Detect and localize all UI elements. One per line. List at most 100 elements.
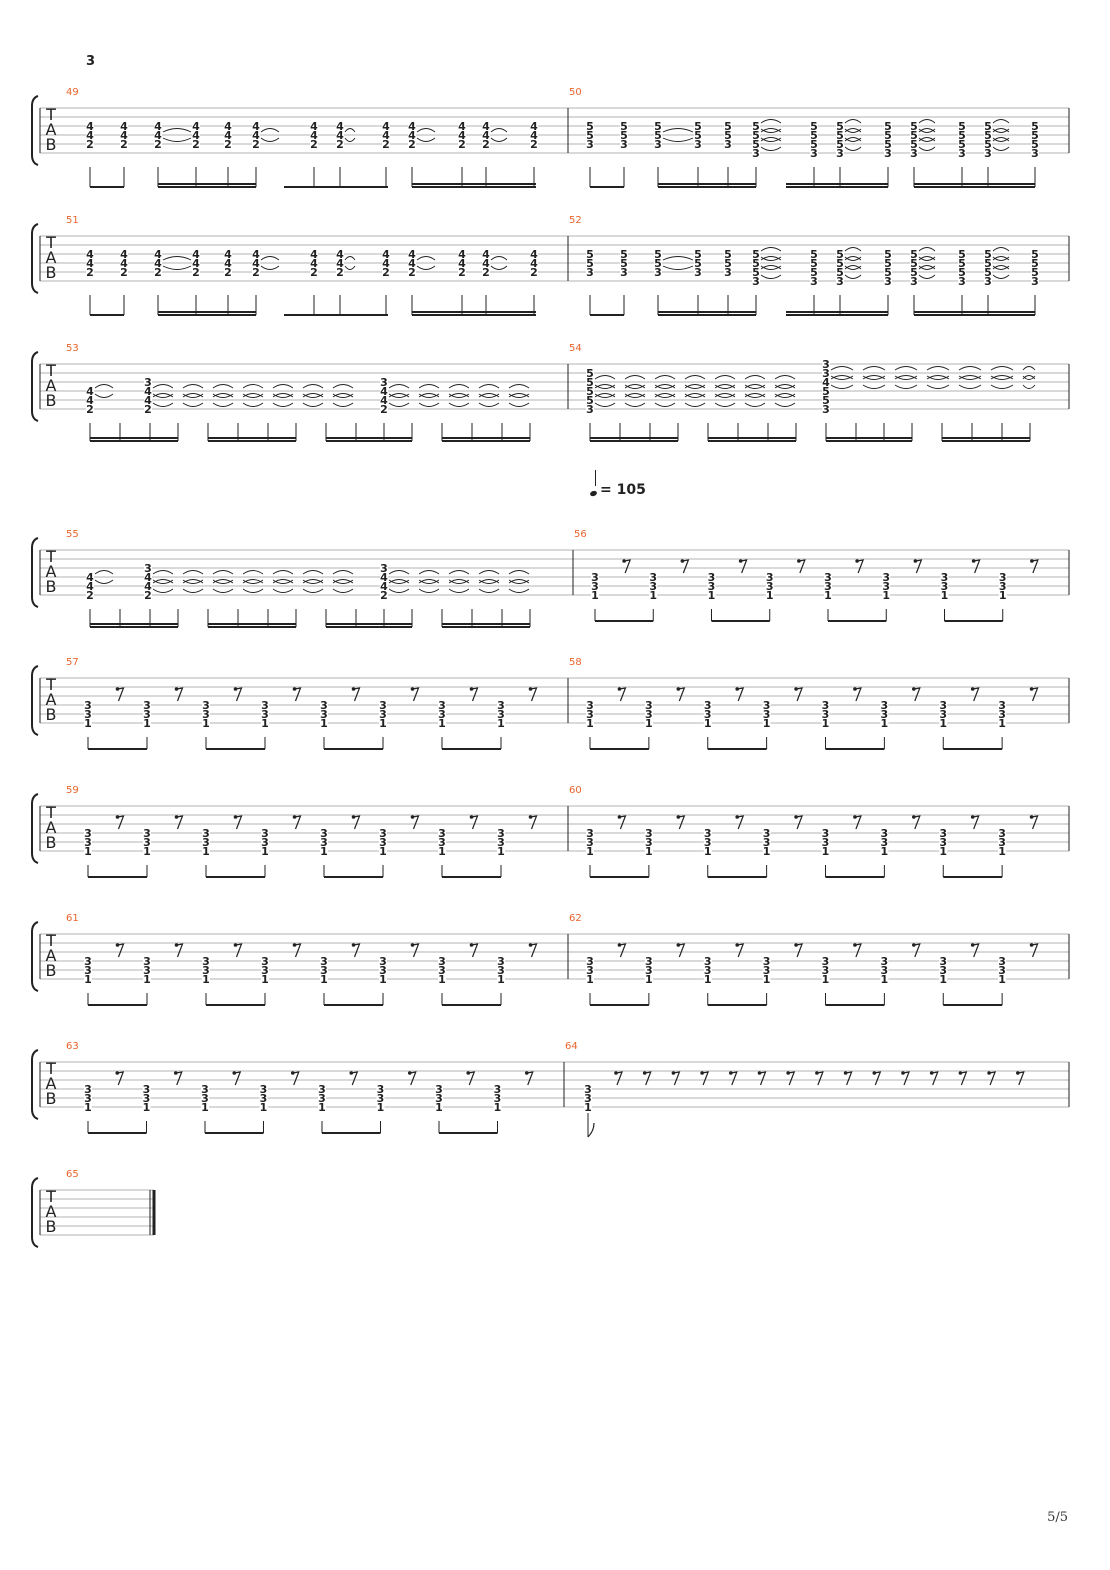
tab-clef-letter: A	[46, 1202, 57, 1221]
fret-mask	[493, 1102, 502, 1112]
fret-mask	[202, 956, 210, 966]
eighth-rest-icon	[619, 687, 627, 702]
fret-mask	[882, 581, 891, 591]
fret-number: 3	[810, 147, 818, 160]
tempo-marking: = 105	[589, 470, 646, 498]
fret-mask	[202, 718, 210, 728]
measure-number: 62	[569, 913, 582, 924]
fret-mask	[144, 572, 152, 582]
fret-number: 2	[408, 138, 416, 151]
fret-number: 1	[766, 589, 774, 602]
tie-arc	[448, 570, 470, 575]
tie-arc	[990, 375, 1014, 380]
eighth-rest-icon	[619, 943, 627, 958]
fret-mask	[620, 258, 628, 268]
tie-arc	[844, 128, 862, 133]
fret-number: 4	[380, 580, 388, 593]
fret-number: 3	[836, 275, 844, 288]
fret-number: 5	[586, 385, 594, 398]
tie-arc	[448, 393, 470, 398]
fret-number: 5	[836, 266, 844, 279]
tie-arc	[830, 375, 854, 380]
fret-number: 3	[998, 836, 1006, 849]
tie-arc	[448, 579, 470, 584]
eighth-rest-icon	[412, 943, 420, 958]
eighth-rest-icon	[353, 687, 361, 702]
fret-number: 5	[822, 385, 830, 398]
tie-arc	[744, 384, 766, 389]
fret-number: 1	[438, 845, 446, 858]
tie-arc	[418, 402, 440, 407]
tie-arc	[418, 579, 440, 584]
fret-number: 3	[379, 699, 387, 712]
fret-mask	[762, 718, 771, 728]
fret-number: 2	[382, 138, 390, 151]
fret-mask	[336, 249, 344, 259]
eighth-rest-icon	[795, 943, 803, 958]
fret-mask	[810, 249, 818, 259]
tie-arc	[448, 588, 470, 593]
fret-mask	[320, 837, 328, 847]
fret-mask	[822, 368, 830, 378]
fret-number: 3	[645, 836, 653, 849]
fret-number: 2	[336, 266, 344, 279]
fret-mask	[998, 700, 1007, 710]
fret-number: 1	[261, 717, 269, 730]
eighth-rest-icon	[816, 1071, 824, 1086]
system-bracket	[31, 95, 39, 166]
fret-mask	[86, 121, 94, 131]
fret-mask	[910, 121, 918, 131]
fret-number: 3	[704, 964, 712, 977]
fret-mask	[810, 258, 818, 268]
fret-number: 1	[881, 973, 889, 986]
fret-mask	[1031, 130, 1039, 140]
tie-arc	[416, 256, 436, 261]
tie-arc	[992, 265, 1010, 270]
eighth-rest-icon	[737, 687, 745, 702]
fret-mask	[86, 581, 94, 591]
tie-arc	[844, 137, 862, 142]
tie-arc	[508, 588, 530, 593]
tie-arc	[844, 137, 862, 142]
fret-number: 3	[379, 955, 387, 968]
fret-number: 5	[724, 248, 732, 261]
fret-number: 4	[380, 571, 388, 584]
tie-arc	[418, 570, 440, 575]
fret-mask	[984, 139, 992, 149]
tie-arc	[624, 384, 646, 389]
tie-arc	[624, 402, 646, 407]
fret-number: 3	[649, 580, 657, 593]
fret-number: 4	[380, 394, 388, 407]
eighth-rest-icon	[845, 1071, 853, 1086]
tie-arc	[992, 128, 1010, 133]
fret-number: 4	[482, 257, 490, 270]
fret-number: 2	[458, 138, 466, 151]
fret-number: 1	[261, 845, 269, 858]
fret-mask	[880, 974, 889, 984]
tie-arc	[990, 375, 1014, 380]
fret-number: 3	[202, 836, 210, 849]
fret-number: 3	[202, 708, 210, 721]
fret-mask	[910, 267, 918, 277]
fret-number: 1	[881, 717, 889, 730]
fret-number: 3	[763, 699, 771, 712]
fret-mask	[379, 965, 387, 975]
system-bracket	[31, 351, 39, 422]
fret-mask	[380, 377, 388, 387]
fret-number: 3	[497, 699, 505, 712]
tie-arc	[684, 375, 706, 380]
fret-number: 3	[822, 367, 830, 380]
fret-number: 1	[704, 717, 712, 730]
tab-clef-letter: A	[46, 946, 57, 965]
tie-arc	[662, 256, 694, 261]
fret-mask	[998, 828, 1007, 838]
fret-mask	[144, 377, 152, 387]
fret-number: 3	[320, 955, 328, 968]
fret-mask	[408, 130, 416, 140]
fret-mask	[707, 581, 716, 591]
fret-mask	[880, 846, 889, 856]
fret-mask	[649, 581, 658, 591]
fret-mask	[380, 404, 388, 414]
fret-mask	[765, 572, 774, 582]
fret-mask	[261, 974, 269, 984]
